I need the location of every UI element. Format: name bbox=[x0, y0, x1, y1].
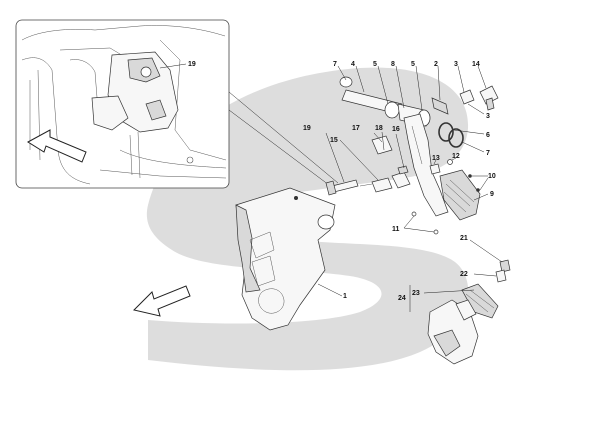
callout-9: 9 bbox=[490, 191, 494, 198]
callout-11: 11 bbox=[392, 226, 400, 233]
callout-12: 12 bbox=[452, 153, 460, 160]
callout-15: 15 bbox=[330, 137, 338, 144]
callout-10: 10 bbox=[488, 173, 496, 180]
bushing-rings bbox=[438, 122, 464, 148]
switch-16 bbox=[391, 165, 411, 189]
brake-pedal-pad bbox=[439, 169, 481, 221]
callout-8: 8 bbox=[391, 61, 395, 68]
brake-pedal-lever bbox=[403, 113, 449, 217]
part-17 bbox=[371, 135, 393, 155]
bolt-19 bbox=[325, 179, 359, 196]
callout-3b: 3 bbox=[486, 113, 490, 120]
callout-21: 21 bbox=[460, 235, 468, 242]
callout-19-inset: 19 bbox=[188, 61, 196, 68]
sensor-15 bbox=[359, 177, 393, 193]
callout-23: 23 bbox=[412, 290, 420, 297]
callout-6: 6 bbox=[486, 132, 490, 139]
inset-detail-view: 19 bbox=[15, 19, 230, 189]
callout-2: 2 bbox=[434, 61, 438, 68]
callout-22: 22 bbox=[460, 271, 468, 278]
callout-13: 13 bbox=[432, 155, 440, 162]
pedal-box-housing bbox=[235, 187, 336, 331]
callout-7b: 7 bbox=[486, 150, 490, 157]
callout-1: 1 bbox=[343, 293, 347, 300]
callout-14: 14 bbox=[472, 61, 480, 68]
callout-24: 24 bbox=[398, 295, 406, 302]
direction-arrow-icon bbox=[133, 285, 191, 317]
inset-direction-arrow-icon bbox=[27, 129, 87, 163]
callout-3a: 3 bbox=[454, 61, 458, 68]
callout-4: 4 bbox=[351, 61, 355, 68]
stop-light-switch bbox=[459, 85, 499, 111]
callout-5b: 5 bbox=[411, 61, 415, 68]
accelerator-pedal-assembly bbox=[427, 283, 499, 365]
callout-7a: 7 bbox=[333, 61, 337, 68]
callout-17: 17 bbox=[352, 125, 360, 132]
callout-16: 16 bbox=[392, 126, 400, 133]
callout-19: 19 bbox=[303, 125, 311, 132]
callout-18: 18 bbox=[375, 125, 383, 132]
callout-5a: 5 bbox=[373, 61, 377, 68]
